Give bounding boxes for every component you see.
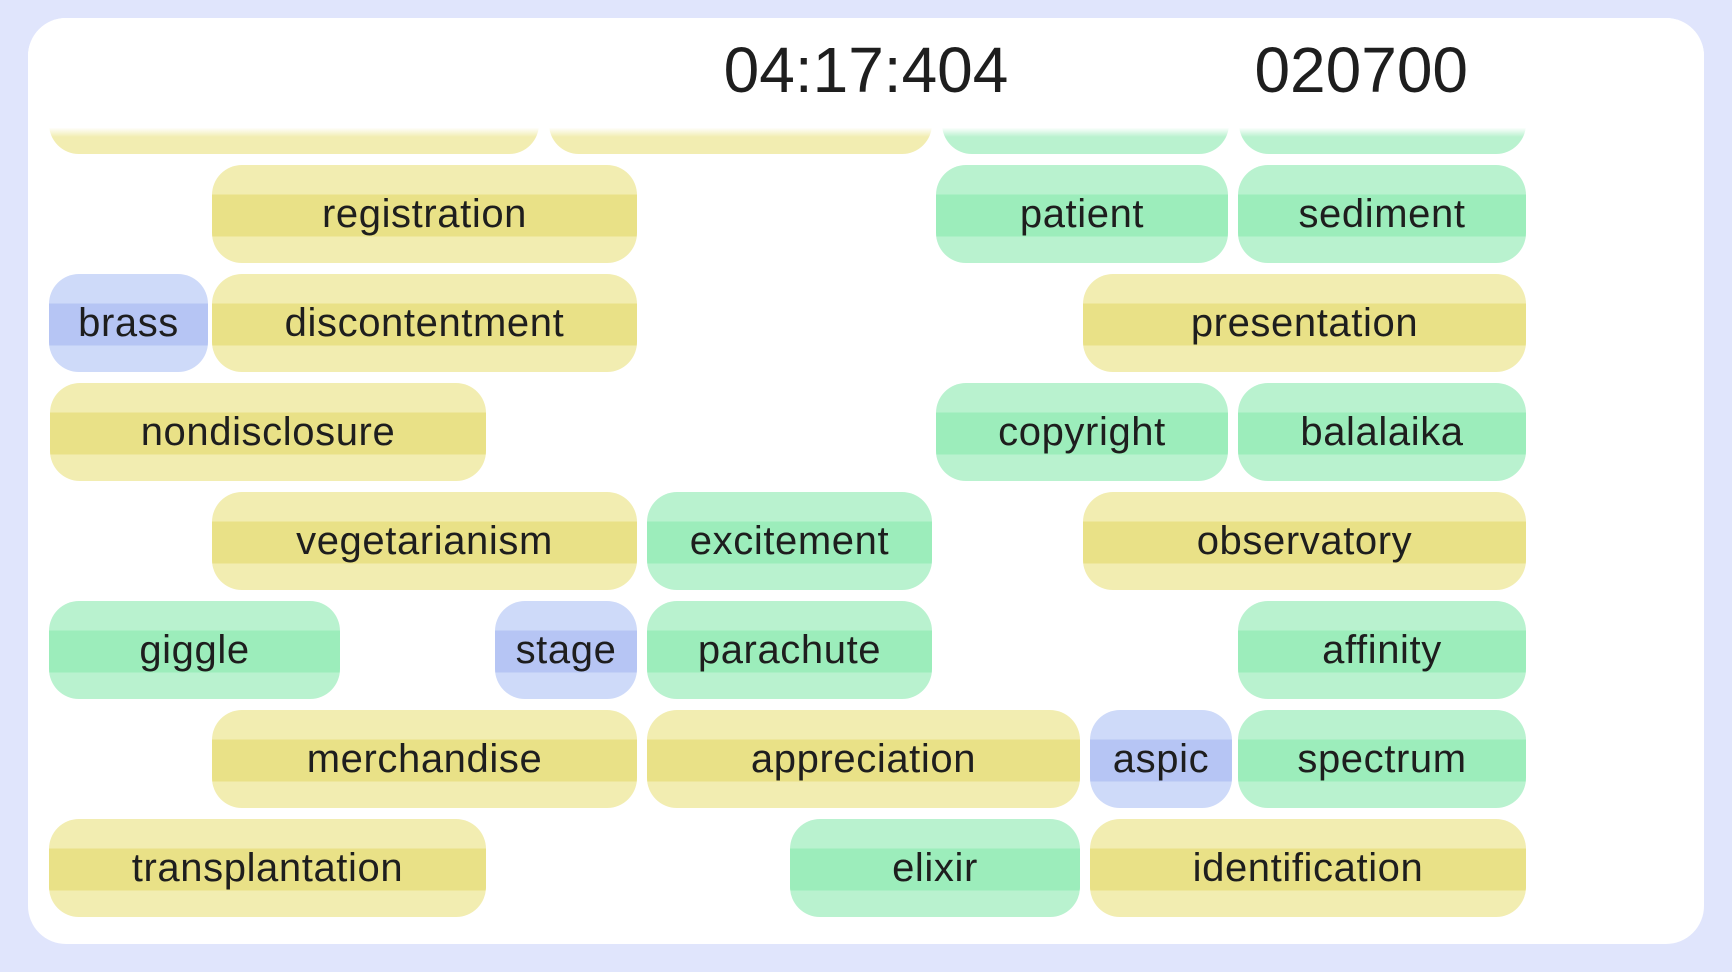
word-pill-parachute[interactable]: parachute <box>647 601 932 699</box>
word-pill-brass[interactable]: brass <box>49 274 208 372</box>
header-bar: 04:17:404 020700 <box>28 18 1704 137</box>
word-pill-appreciation[interactable]: appreciation <box>647 710 1080 808</box>
score-display: 020700 <box>1254 34 1468 106</box>
word-pill-identification[interactable]: identification <box>1090 819 1526 917</box>
word-pill-registration[interactable]: registration <box>212 165 637 263</box>
word-pill-aspic[interactable]: aspic <box>1090 710 1232 808</box>
word-pill-merchandise[interactable]: merchandise <box>212 710 637 808</box>
word-pill-patient[interactable]: patient <box>936 165 1228 263</box>
word-pill-transplantation[interactable]: transplantation <box>49 819 486 917</box>
word-pill-presentation[interactable]: presentation <box>1083 274 1526 372</box>
word-pill-observatory[interactable]: observatory <box>1083 492 1526 590</box>
word-pill-balalaika[interactable]: balalaika <box>1238 383 1526 481</box>
word-pill-discontentment[interactable]: discontentment <box>212 274 637 372</box>
word-pill-nondisclosure[interactable]: nondisclosure <box>50 383 486 481</box>
word-pill-spectrum[interactable]: spectrum <box>1238 710 1526 808</box>
word-pill-stage[interactable]: stage <box>495 601 637 699</box>
word-pill-affinity[interactable]: affinity <box>1238 601 1526 699</box>
word-pill-sediment[interactable]: sediment <box>1238 165 1526 263</box>
word-pill-vegetarianism[interactable]: vegetarianism <box>212 492 637 590</box>
word-pill-giggle[interactable]: giggle <box>49 601 340 699</box>
word-pill-excitement[interactable]: excitement <box>647 492 932 590</box>
word-pill-elixir[interactable]: elixir <box>790 819 1080 917</box>
word-pill-copyright[interactable]: copyright <box>936 383 1228 481</box>
timer-display: 04:17:404 <box>723 34 1009 106</box>
